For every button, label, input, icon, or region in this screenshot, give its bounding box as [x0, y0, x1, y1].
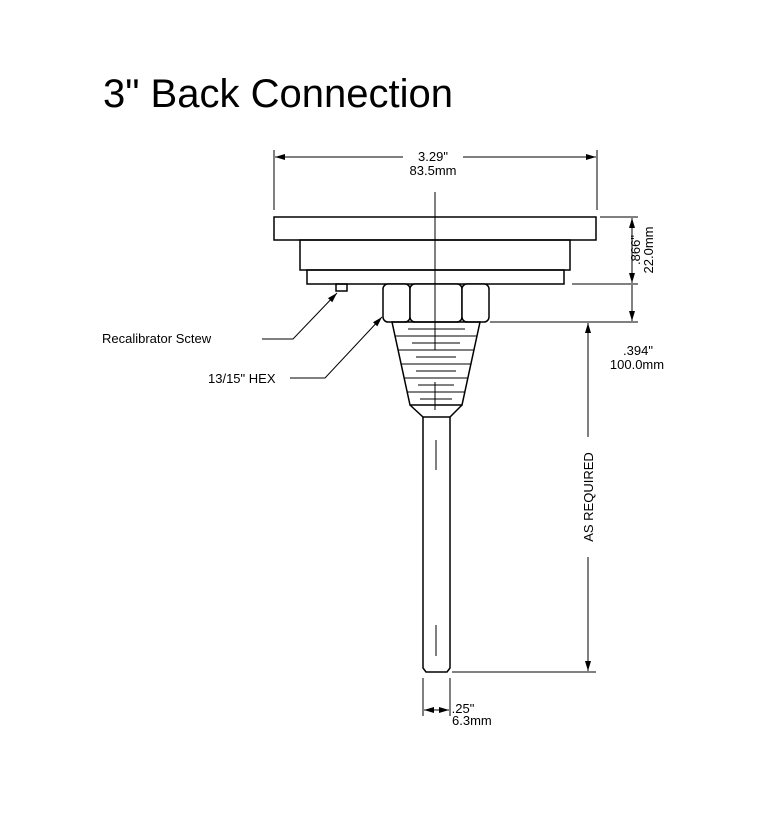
hex-height-inches: .394": [623, 343, 653, 358]
hex-height-mm: 100.0mm: [610, 357, 664, 372]
drawing-title: 3" Back Connection: [103, 72, 453, 116]
stem: [422, 417, 451, 673]
threaded-connection: [391, 321, 481, 418]
recalibrator-callout: Recalibrator Sctew: [102, 292, 338, 346]
width-dimension: 3.29" 83.5mm: [273, 149, 598, 210]
stem-length-dimension: AS REQUIRED: [452, 323, 596, 673]
width-inches: 3.29": [418, 149, 448, 164]
stem-diameter-dimension: .25" 6.3mm: [422, 678, 492, 728]
depth-mm: 22.0mm: [641, 227, 656, 274]
hex-nut: [382, 283, 490, 323]
stem-diameter-inches: .25": [452, 701, 475, 716]
stem-diameter-mm: 6.3mm: [452, 713, 492, 728]
recalibrator-screw: [335, 283, 348, 292]
depth-dimension: .866" 22.0mm .394" 100.0mm: [490, 216, 664, 372]
depth-inches: .866": [628, 235, 643, 265]
hex-callout: 13/15" HEX: [208, 316, 383, 386]
recalibrator-label: Recalibrator Sctew: [102, 331, 212, 346]
stem-length-label: AS REQUIRED: [581, 452, 596, 542]
hex-label: 13/15" HEX: [208, 371, 276, 386]
width-mm: 83.5mm: [410, 163, 457, 178]
